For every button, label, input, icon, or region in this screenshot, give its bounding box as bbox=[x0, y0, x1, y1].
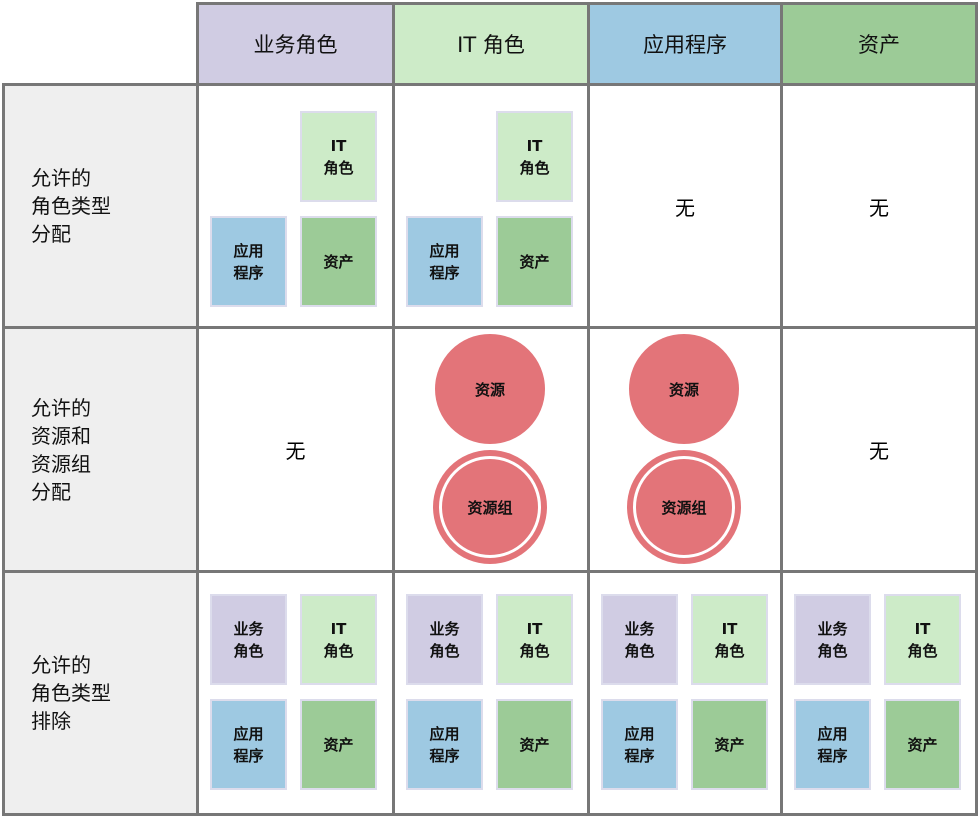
role-type-box-it: IT 角色 bbox=[496, 594, 573, 685]
role-type-box-it: IT 角色 bbox=[691, 594, 768, 685]
role-type-box-asset: 资产 bbox=[884, 699, 961, 790]
resource-group-label: 资源组 bbox=[439, 456, 541, 558]
none-label: 无 bbox=[869, 195, 889, 220]
role-type-box-asset: 资产 bbox=[496, 699, 573, 790]
column-header-3: 应用程序 bbox=[587, 2, 783, 86]
column-header-2: IT 角色 bbox=[392, 2, 590, 86]
role-type-box-app: 应用 程序 bbox=[406, 216, 483, 307]
row-label-2: 允许的 资源和 资源组 分配 bbox=[2, 326, 199, 573]
role-type-box-business: 业务 角色 bbox=[794, 594, 871, 685]
resource-group-circle: 资源组 bbox=[627, 450, 741, 564]
role-type-box-it: IT 角色 bbox=[300, 594, 377, 685]
column-header-1: 业务角色 bbox=[196, 2, 395, 86]
matrix-cell: 无 bbox=[780, 326, 978, 573]
matrix-cell: IT 角色应用 程序资产 bbox=[392, 83, 590, 329]
role-type-box-it: IT 角色 bbox=[496, 111, 573, 202]
role-type-box-business: 业务 角色 bbox=[601, 594, 678, 685]
role-type-box-app: 应用 程序 bbox=[601, 699, 678, 790]
role-type-box-asset: 资产 bbox=[300, 216, 377, 307]
role-type-box-app: 应用 程序 bbox=[406, 699, 483, 790]
role-type-box-app: 应用 程序 bbox=[210, 699, 287, 790]
matrix-cell: 资源资源组 bbox=[392, 326, 590, 573]
row-label-3: 允许的 角色类型 排除 bbox=[2, 570, 199, 816]
role-type-box-app: 应用 程序 bbox=[794, 699, 871, 790]
role-type-box-asset: 资产 bbox=[496, 216, 573, 307]
matrix-cell: 无 bbox=[587, 83, 783, 329]
resource-group-circle: 资源组 bbox=[433, 450, 547, 564]
matrix-cell: IT 角色应用 程序资产 bbox=[196, 83, 395, 329]
matrix-cell: 资源资源组 bbox=[587, 326, 783, 573]
resource-circle: 资源 bbox=[629, 334, 739, 444]
row-label-1: 允许的 角色类型 分配 bbox=[2, 83, 199, 329]
none-label: 无 bbox=[675, 195, 695, 220]
role-type-box-it: IT 角色 bbox=[884, 594, 961, 685]
resource-circle: 资源 bbox=[435, 334, 545, 444]
matrix-cell: 无 bbox=[196, 326, 395, 573]
role-type-box-it: IT 角色 bbox=[300, 111, 377, 202]
matrix-cell: 无 bbox=[780, 83, 978, 329]
none-label: 无 bbox=[869, 439, 889, 463]
column-header-4: 资产 bbox=[780, 2, 978, 86]
resource-group-label: 资源组 bbox=[633, 456, 735, 558]
none-label: 无 bbox=[285, 439, 306, 463]
role-type-box-business: 业务 角色 bbox=[210, 594, 287, 685]
role-type-box-asset: 资产 bbox=[300, 699, 377, 790]
role-type-box-app: 应用 程序 bbox=[210, 216, 287, 307]
role-type-box-business: 业务 角色 bbox=[406, 594, 483, 685]
role-type-box-asset: 资产 bbox=[691, 699, 768, 790]
